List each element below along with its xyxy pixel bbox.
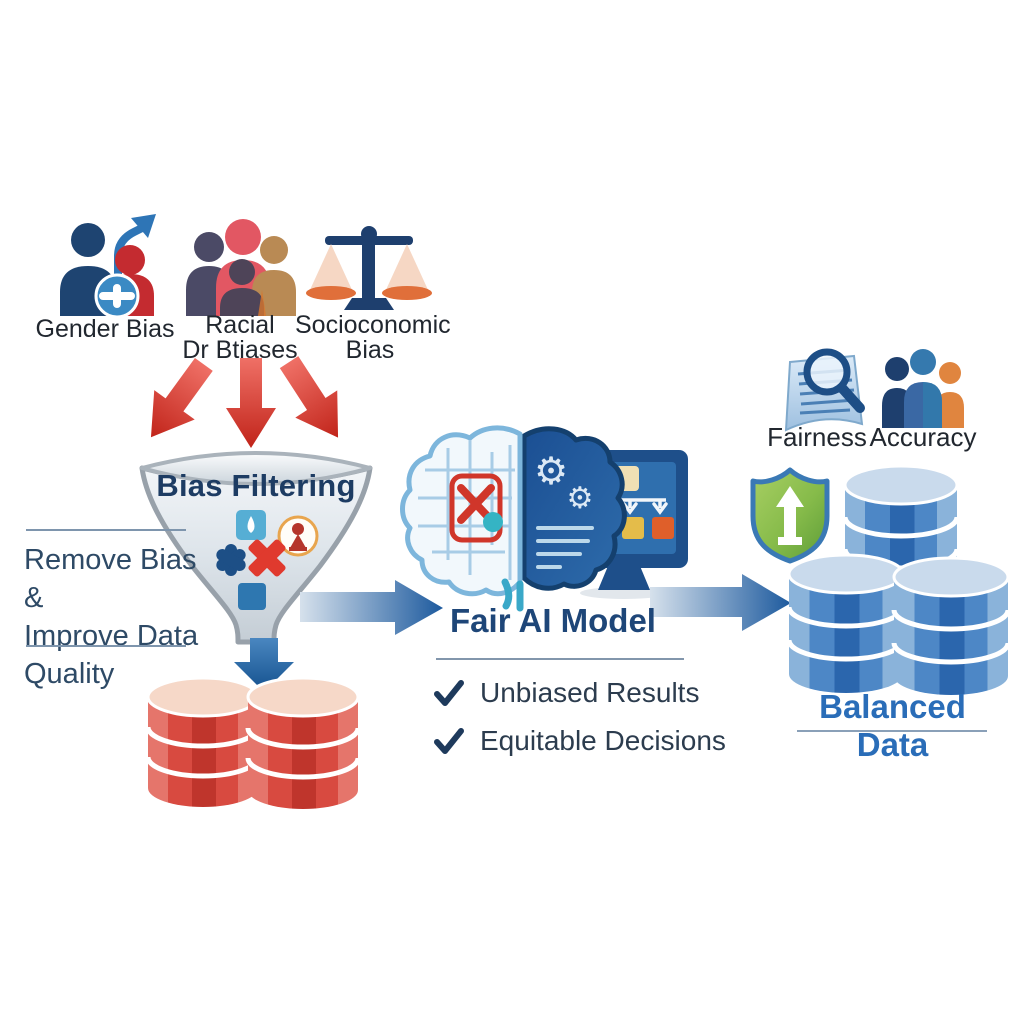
side-note-line2: Improve Data: [24, 620, 199, 652]
gender-bias-icon: [60, 214, 156, 319]
balanced-data-rule: [797, 730, 987, 732]
check-item-equitable: Equitable Decisions: [432, 724, 726, 758]
svg-text:⚙: ⚙: [567, 481, 594, 516]
shield-up-icon: [750, 467, 830, 564]
side-note-line3: Quality: [24, 658, 115, 690]
people-group-icon: [882, 349, 964, 428]
socioeconomic-bias-label: Socioconomic Bias: [295, 311, 451, 364]
ai-brain-icon: ⚙ ⚙: [400, 425, 627, 612]
check-icon: [434, 728, 464, 754]
gender-bias-label: Gender Bias: [35, 315, 175, 343]
check-item-label: Unbiased Results: [480, 677, 700, 708]
racial-bias-people-icon: [186, 219, 296, 316]
reject-x-icon: [248, 539, 286, 577]
side-note: Remove Bias & Improve Data Quality: [24, 541, 209, 693]
bias-filter-funnel: [139, 451, 373, 645]
person-token-icon: [277, 515, 319, 557]
droplet-tile-icon: [236, 510, 266, 540]
flow-arrow-to-balanced: [650, 574, 791, 631]
funnel-output-arrow: [234, 638, 294, 692]
model-check-list: Unbiased Results Equitable Decisions: [432, 676, 726, 772]
side-note-rule-bottom: [26, 645, 186, 647]
balanced-data-cylinders: [786, 464, 1011, 695]
racial-bias-label-line1: Racial: [205, 311, 275, 339]
funnel-title: Bias Filtering: [156, 468, 356, 503]
check-item-unbiased: Unbiased Results: [432, 676, 726, 710]
side-note-line1: Remove Bias &: [24, 544, 197, 614]
jack-shape-icon: [216, 544, 246, 576]
blue-tile-icon: [238, 583, 266, 610]
balanced-data-title: Balanced Data: [819, 688, 966, 763]
fair-ai-model-rule: [436, 658, 684, 660]
check-icon: [434, 680, 464, 706]
flow-arrow-to-model: [300, 580, 443, 635]
fairness-label: Fairness: [767, 422, 867, 452]
racial-bias-label: Racial Dr Btiases: [175, 313, 305, 363]
document-magnifier-icon: [784, 348, 865, 432]
balance-scale-icon: [306, 226, 432, 310]
biased-data-cylinders: [145, 676, 361, 809]
side-note-rule-top: [26, 529, 186, 531]
bias-inflow-arrows: [150, 356, 339, 448]
socioeconomic-bias-label-line2: Bias: [345, 336, 395, 364]
check-item-label: Equitable Decisions: [480, 725, 726, 756]
svg-text:⚙: ⚙: [534, 449, 568, 493]
racial-bias-label-line2: Dr Btiases: [182, 336, 298, 364]
fair-ai-model-title: Fair AI Model: [450, 602, 656, 639]
socioeconomic-bias-label-line1: Socioconomic: [295, 311, 451, 339]
accuracy-label: Accuracy: [869, 422, 977, 452]
